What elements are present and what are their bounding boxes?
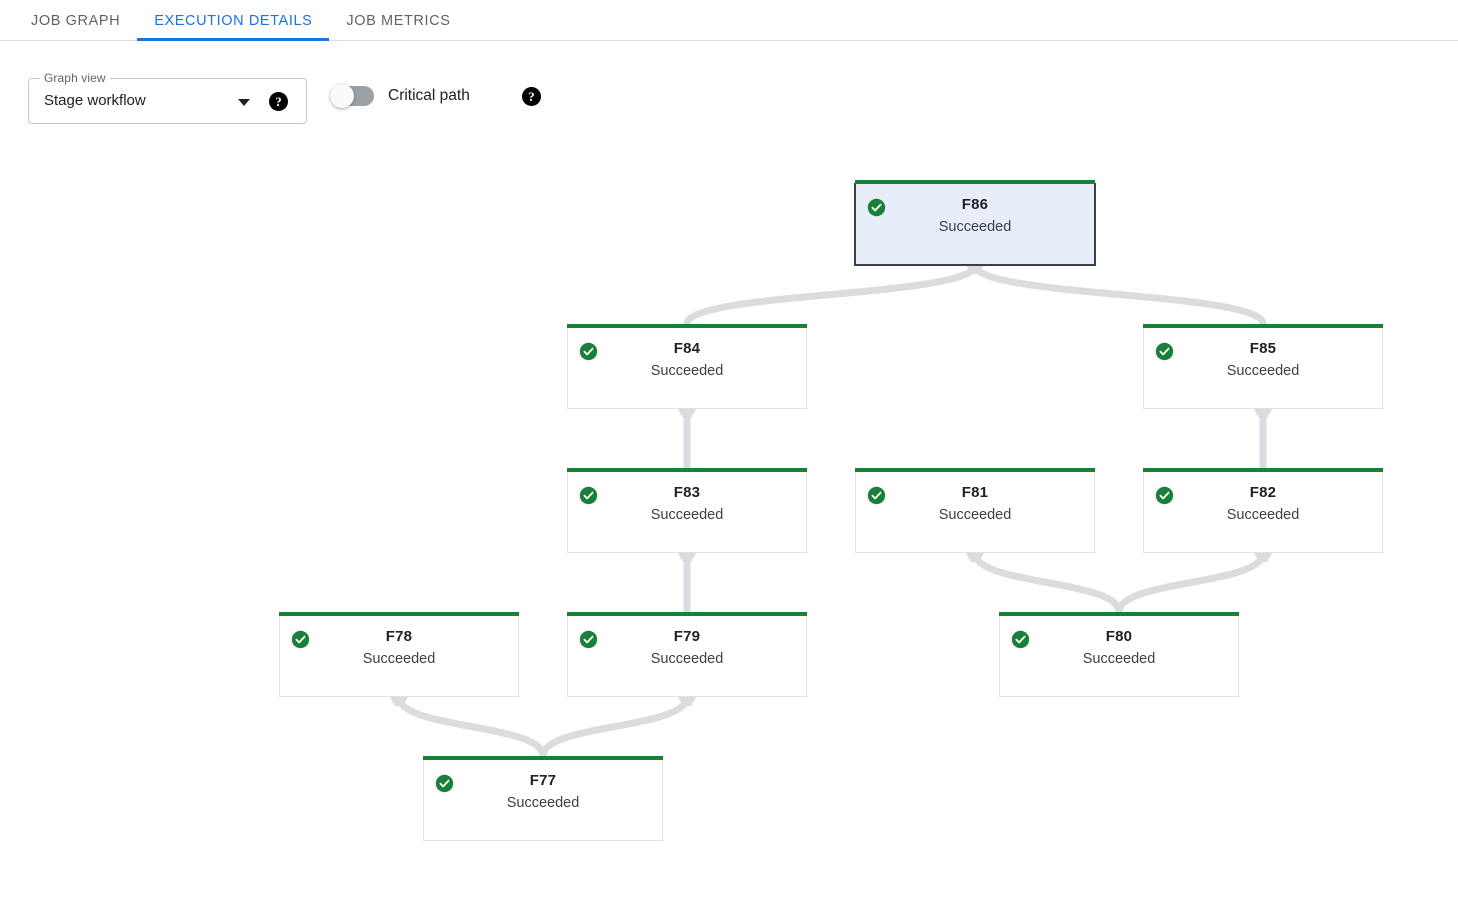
- check-circle-icon: [1155, 486, 1174, 505]
- edge-cap: [678, 409, 696, 418]
- check-circle-icon: [435, 774, 454, 793]
- check-circle-icon: [1011, 630, 1030, 649]
- check-circle-icon: [867, 486, 886, 505]
- node-status: Succeeded: [938, 219, 1012, 235]
- node-title: F84: [673, 340, 701, 357]
- critical-path-group: Critical path ?: [330, 84, 541, 108]
- node-title: F77: [529, 772, 557, 789]
- node-status: Succeeded: [1226, 507, 1300, 523]
- critical-path-help-icon[interactable]: ?: [521, 86, 541, 106]
- node-status-bar: [1143, 468, 1383, 472]
- node-status-bar: [855, 468, 1095, 472]
- node-status: Succeeded: [362, 651, 436, 667]
- graph-view-label: Graph view: [40, 71, 110, 85]
- tab-label: EXECUTION DETAILS: [154, 12, 313, 29]
- critical-path-label: Critical path: [388, 87, 470, 104]
- node-status-bar: [567, 612, 807, 616]
- graph-toolbar: Graph view Stage workflow ? Critical pat…: [0, 41, 1458, 141]
- tab-execution-details[interactable]: EXECUTION DETAILS: [137, 0, 330, 41]
- node-status-bar: [1143, 324, 1383, 328]
- node-status: Succeeded: [506, 795, 580, 811]
- edge-cap: [1254, 553, 1272, 562]
- edge-cap: [966, 553, 984, 562]
- graph-edge-f86-f85: [971, 261, 1267, 328]
- graph-edge-f78-f77: [395, 693, 547, 760]
- check-circle-icon: [291, 630, 310, 649]
- check-circle-icon: [867, 198, 886, 217]
- chevron-down-icon[interactable]: [238, 99, 250, 106]
- check-circle-icon: [579, 486, 598, 505]
- graph-view-value: Stage workflow: [44, 92, 146, 109]
- node-status-bar: [999, 612, 1239, 616]
- tab-job-graph[interactable]: JOB GRAPH: [14, 0, 137, 41]
- check-circle-icon: [579, 630, 598, 649]
- tab-label: JOB GRAPH: [31, 12, 121, 29]
- graph-edge-f86-f84: [683, 261, 979, 328]
- node-title: F85: [1249, 340, 1277, 357]
- node-title: F78: [385, 628, 413, 645]
- node-title: F81: [961, 484, 989, 501]
- node-title: F86: [961, 196, 989, 213]
- edge-cap: [678, 553, 696, 562]
- tab-label: JOB METRICS: [346, 12, 451, 29]
- edge-cap: [966, 265, 984, 274]
- node-status: Succeeded: [650, 651, 724, 667]
- node-status-bar: [567, 324, 807, 328]
- graph-view-select[interactable]: Graph view Stage workflow ?: [28, 71, 307, 124]
- node-status-bar: [855, 180, 1095, 184]
- node-status: Succeeded: [650, 363, 724, 379]
- toggle-knob: [330, 84, 354, 108]
- node-status-bar: [567, 468, 807, 472]
- node-status-bar: [279, 612, 519, 616]
- graph-edge-f82-f80: [1115, 549, 1267, 616]
- node-title: F80: [1105, 628, 1133, 645]
- node-title: F82: [1249, 484, 1277, 501]
- edge-cap: [1254, 409, 1272, 418]
- node-status: Succeeded: [1226, 363, 1300, 379]
- node-status-bar: [423, 756, 663, 760]
- edge-cap: [678, 697, 696, 706]
- graph-edge-f81-f80: [971, 549, 1123, 616]
- check-circle-icon: [579, 342, 598, 361]
- check-circle-icon: [1155, 342, 1174, 361]
- node-status: Succeeded: [938, 507, 1012, 523]
- graph-edge-f79-f77: [539, 693, 691, 760]
- tab-job-metrics[interactable]: JOB METRICS: [329, 0, 467, 41]
- edge-cap: [390, 697, 408, 706]
- node-title: F83: [673, 484, 701, 501]
- tab-bar: JOB GRAPH EXECUTION DETAILS JOB METRICS: [0, 0, 1458, 41]
- node-status: Succeeded: [650, 507, 724, 523]
- graph-edges: [390, 261, 1272, 760]
- node-status: Succeeded: [1082, 651, 1156, 667]
- node-title: F79: [673, 628, 701, 645]
- graph-view-help-icon[interactable]: ?: [269, 92, 288, 111]
- critical-path-toggle[interactable]: [330, 84, 374, 108]
